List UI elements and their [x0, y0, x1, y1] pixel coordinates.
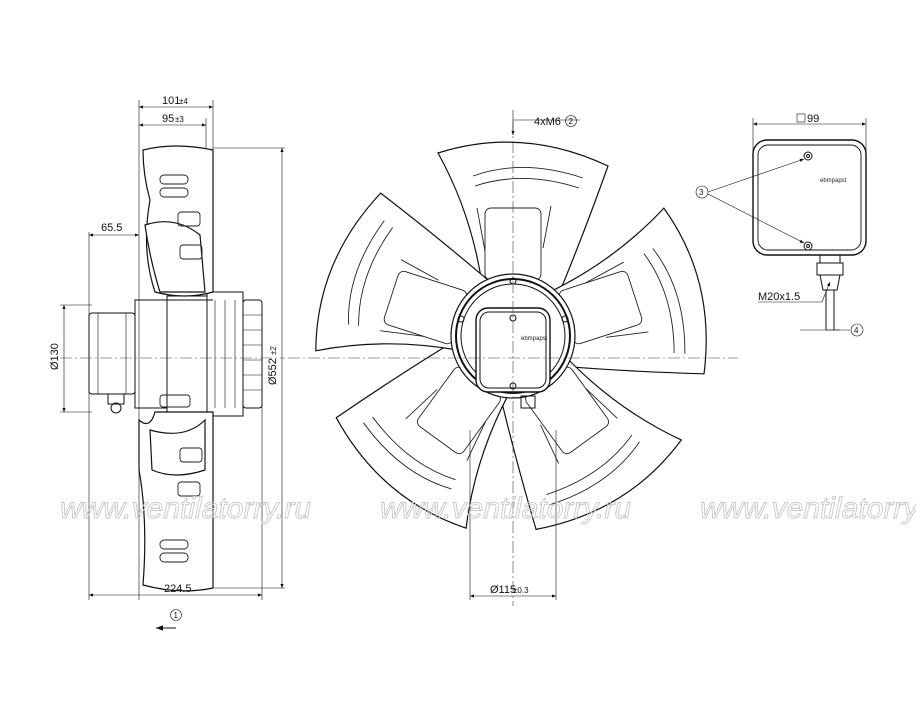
dim-dia115-tol: ±0.3 — [513, 586, 529, 595]
dim-dia552-tol: ±2 — [269, 346, 278, 355]
callout-4: 4 — [854, 326, 859, 335]
callout-1: 1 — [174, 611, 179, 620]
dim-95-tol: ±3 — [175, 115, 184, 124]
dim-4xm6: 4xM6 — [534, 116, 561, 128]
side-view-dimensions: 101 ±4 95 ±3 65.5 Ø130 Ø552 ±2 224.5 1 — [49, 95, 284, 631]
callout-3: 3 — [699, 188, 704, 197]
front-view-dimensions: 4xM6 2 Ø115 ±0.3 — [469, 110, 580, 600]
front-view: ebmpapst — [288, 121, 738, 606]
dim-dia115: Ø115 — [490, 584, 516, 596]
watermark-text-1: www.ventilatorry.ru — [60, 492, 311, 525]
label-m20x1-5: M20x1.5 — [758, 291, 800, 303]
callout-2: 2 — [569, 117, 574, 126]
watermark: www.ventilatorry.ru www.ventilatorry.ru … — [60, 492, 916, 526]
terminal-box-logo: ebmpapst — [521, 336, 548, 342]
watermark-text-3: www.ventilatorry.ru — [700, 492, 916, 525]
dim-101-tol: ±4 — [179, 97, 188, 106]
dim-95: 95 — [162, 113, 174, 125]
dim-101: 101 — [162, 95, 180, 107]
dim-224-5: 224.5 — [164, 583, 192, 595]
box-logo: ebmpapst — [820, 178, 847, 184]
side-view — [60, 100, 285, 600]
dim-dia552: Ø552 — [267, 358, 279, 385]
terminal-box-view: 99 ebmpapst 3 M20x1.5 4 — [695, 113, 867, 337]
watermark-text-2: www.ventilatorry.ru — [380, 492, 631, 525]
dim-dia130: Ø130 — [49, 343, 61, 370]
blade-group — [315, 141, 707, 531]
dim-99: 99 — [807, 113, 819, 125]
dim-65-5: 65.5 — [101, 222, 122, 234]
